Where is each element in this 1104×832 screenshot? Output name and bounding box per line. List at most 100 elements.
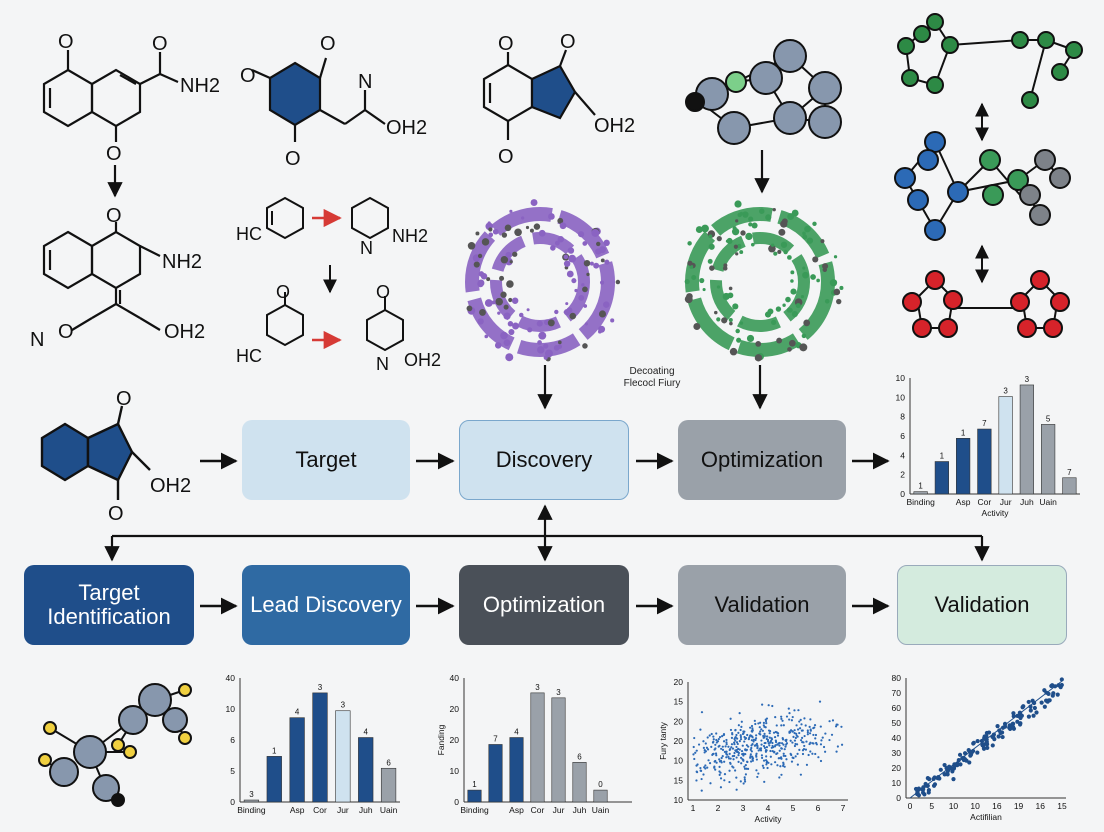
scatter-point [759,730,762,733]
bar [335,710,351,803]
network-node [901,69,919,87]
stage-validation-final[interactable]: Validation [897,565,1067,645]
scatter-point [743,740,746,743]
protein-particle [529,228,534,233]
scatter-point [704,742,707,745]
scatter-point [785,738,788,741]
scatter-point [709,782,712,785]
scatter-point [721,735,724,738]
protein-particle [598,325,606,333]
scatter-point [809,728,812,731]
scatter-point [763,780,766,783]
scatter-point [751,743,754,746]
scatter-point [708,734,711,737]
y-tick-label: 20 [674,677,684,687]
protein-particle [729,347,738,356]
scatter-point [773,735,777,739]
scatter-point [796,763,799,766]
scatter-point [815,743,818,746]
protein-particle [836,298,842,305]
protein-particle [479,308,486,316]
protein-particle [739,321,744,325]
scatter-point [791,741,794,744]
y-tick-label: 20 [674,716,684,726]
scatter-point [768,732,771,735]
network-node [1030,270,1050,290]
protein-particles [684,200,844,362]
scatter-point [731,731,734,735]
scatter-point [742,730,745,733]
bar [551,697,566,803]
protein-particle [732,226,737,231]
scatter-point [715,754,718,757]
protein-particle [687,241,692,246]
scatter-point [702,773,705,776]
stage-lead-discovery[interactable]: Lead Discovery [242,565,410,645]
scatter-point [725,741,728,744]
protein-particle [780,241,788,248]
scatter-point [796,752,799,755]
protein-particle [565,302,569,306]
stage-optimization-bottom[interactable]: Optimization [459,565,629,645]
protein-particle [729,321,733,326]
mol-label: O [240,65,256,87]
scatter-point [1051,691,1056,696]
scatter-point [760,756,764,759]
y-tick-label: 40 [450,673,460,683]
protein-particle [511,297,519,304]
protein-particle [787,255,792,260]
scatter-point [942,762,947,768]
scatter-point [951,777,956,782]
scatter-point [781,719,784,722]
protein-particle [503,304,509,310]
scatter-point [741,753,744,756]
protein-particle [790,288,797,295]
scatter-point [743,778,746,781]
scatter-point [760,754,764,757]
x-tick-label: Binding [237,805,266,815]
y-tick-label: 15 [674,697,684,707]
network-node [897,37,915,55]
scatter-point [762,766,765,769]
scatter-point [814,733,818,737]
stage-discovery[interactable]: Discovery [459,420,629,500]
protein-particle [728,286,733,291]
scatter-point [1026,714,1031,719]
scatter-point [735,788,738,791]
y-tick-label: 0 [896,793,901,803]
stage-validation[interactable]: Validation [678,565,846,645]
scatter-point [700,789,703,792]
y-tick-label: 30 [892,748,902,758]
scatter-point [723,779,726,782]
scatter-point [801,752,805,756]
network-node [1065,41,1083,59]
scatter-point [985,745,990,750]
protein-particle [563,254,569,260]
scatter-point [766,735,769,738]
protein-particle [800,295,805,299]
scatter-point [745,744,748,747]
scatter-point [763,741,766,745]
network-node [938,318,958,338]
protein-particle [771,319,777,325]
x-axis-label: Activity [982,508,1010,518]
protein-particle [778,228,786,236]
protein-particle [739,211,743,215]
stage-target-identification[interactable]: Target Identification [24,565,194,645]
scatter-point [788,731,791,734]
protein-particle [477,318,484,325]
stage-target[interactable]: Target [242,420,410,500]
protein-particle [802,234,808,240]
network-node [943,290,963,310]
scatter-point [718,758,721,761]
scatter-point [778,749,781,752]
stage-optimization[interactable]: Optimization [678,420,846,500]
x-tick-label: 2 [716,803,721,813]
scatter-point [725,756,728,759]
bar [266,756,282,803]
protein-particle [723,263,728,268]
x-tick-label: Uain [380,805,398,815]
x-tick-label: Juh [573,805,587,815]
scatter-point [760,743,763,746]
network-node [725,71,747,93]
